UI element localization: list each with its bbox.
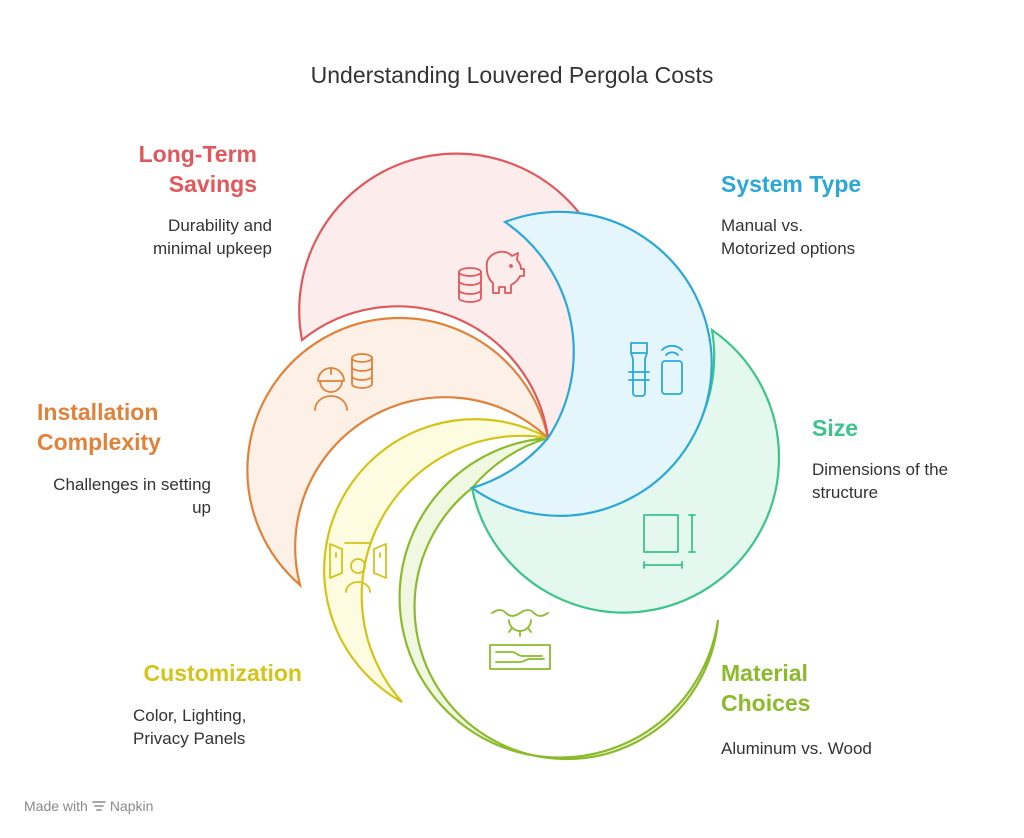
made-with-label: Made with [24, 798, 88, 814]
lighting-panel-icon [329, 542, 387, 593]
desc-size: Dimensions of the structure [812, 458, 948, 504]
desc-line: Aluminum vs. Wood [721, 739, 872, 758]
petal-installation-complexity [246, 316, 550, 589]
heading-material-choices: Material Choices [721, 658, 810, 718]
petal-customization [323, 418, 549, 703]
desc-line: Color, Lighting, [133, 706, 247, 725]
heading-line: Complexity [37, 429, 161, 455]
remote-device-icon [628, 342, 683, 397]
heading-customization: Customization [80, 658, 302, 688]
desc-long-term-savings: Durability and minimal upkeep [70, 214, 272, 260]
dimensions-icon [643, 514, 696, 569]
heading-line: Size [812, 415, 859, 441]
desc-material-choices: Aluminum vs. Wood [721, 737, 872, 760]
diagram-title: Understanding Louvered Pergola Costs [310, 62, 714, 88]
desc-line: Durability and [168, 216, 272, 235]
heading-size: Size [812, 413, 858, 443]
piggy-bank-coins-icon [458, 250, 525, 303]
petal-system-type [469, 210, 713, 517]
desc-customization: Color, Lighting, Privacy Panels [133, 704, 246, 750]
desc-line: minimal upkeep [152, 239, 272, 258]
napkin-brand-label: Napkin [109, 798, 154, 814]
heading-system-type: System Type [721, 169, 861, 199]
desc-installation-complexity: Challenges in setting up [20, 473, 211, 519]
desc-line: up [192, 498, 211, 517]
desc-line: Privacy Panels [133, 729, 246, 748]
heading-installation-complexity: Installation Complexity [37, 397, 161, 457]
heading-line: Material [721, 660, 808, 686]
desc-line: structure [812, 483, 879, 502]
heading-line: Savings [168, 171, 257, 197]
petal-material-choices [398, 436, 720, 761]
desc-system-type: Manual vs. Motorized options [721, 214, 855, 260]
heading-line: Choices [721, 690, 811, 716]
heading-line: Installation [37, 399, 159, 425]
desc-line: Manual vs. [721, 216, 804, 235]
worker-coins-icon [314, 353, 373, 411]
heading-long-term-savings: Long-Term Savings [60, 139, 257, 199]
heading-line: System Type [721, 171, 862, 197]
footer-watermark: Made with Napkin [24, 798, 153, 814]
desc-line: Challenges in setting [53, 475, 211, 494]
heading-line: Customization [143, 660, 302, 686]
desc-line: Dimensions of the [812, 460, 949, 479]
heading-line: Long-Term [138, 141, 257, 167]
wood-gear-icon [489, 609, 551, 670]
napkin-logo-icon [92, 801, 106, 811]
desc-line: Motorized options [721, 239, 856, 258]
